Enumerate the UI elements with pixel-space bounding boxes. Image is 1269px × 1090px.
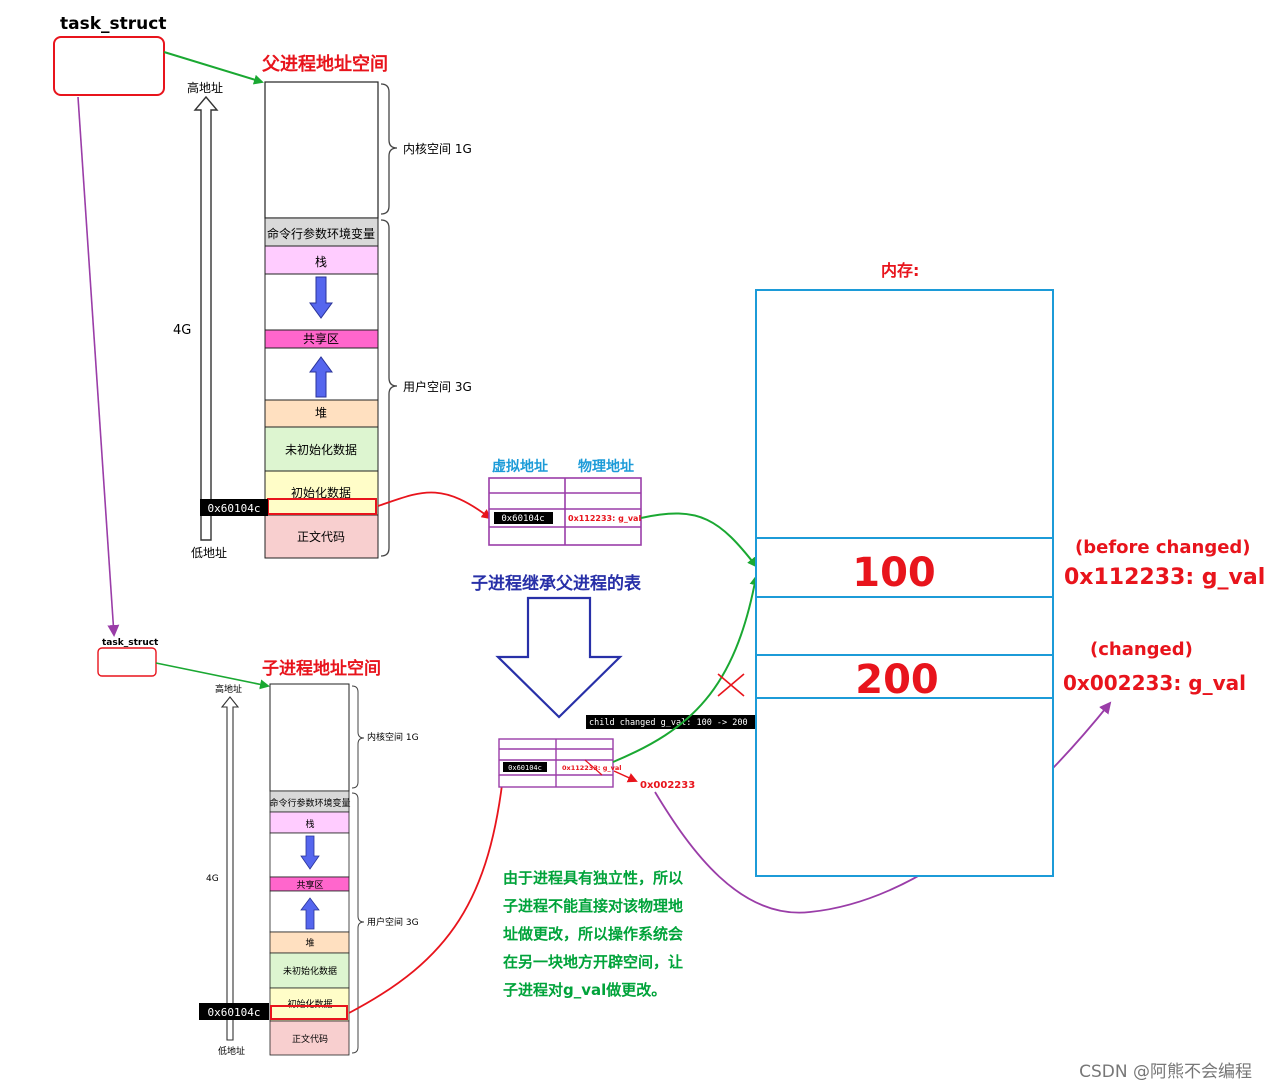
size-4g-label-bottom: 4G bbox=[206, 874, 219, 884]
seg-text-top: 正文代码 bbox=[297, 529, 345, 544]
task-struct-to-child-arrow bbox=[155, 662, 270, 690]
before-changed-addr: 0x112233: g_val bbox=[1064, 565, 1265, 590]
child-table-old-mapping-arrow bbox=[612, 575, 760, 763]
seg-cmdline-env-top: 命令行参数环境变量 bbox=[267, 226, 375, 241]
user-label-top: 用户空间 3G bbox=[403, 379, 472, 394]
inherit-caption: 子进程继承父进程的表 bbox=[471, 573, 642, 594]
child-address-space-title: 子进程地址空间 bbox=[262, 658, 381, 679]
table-vaddr-badge-bottom bbox=[503, 762, 547, 772]
gval-slot-bottom bbox=[270, 1005, 348, 1020]
memory-block bbox=[755, 289, 1054, 877]
low-address-label-top: 低地址 bbox=[191, 546, 227, 560]
kernel-label-top: 内核空间 1G bbox=[403, 142, 472, 156]
table-col-physical-top: 物理地址 bbox=[578, 458, 634, 475]
note-line-3: 址做更改，所以操作系统会 bbox=[503, 925, 684, 943]
stack-down-arrow-top bbox=[309, 276, 333, 319]
user-label-bottom: 用户空间 3G bbox=[367, 916, 419, 928]
seg-stack-top: 栈 bbox=[315, 254, 327, 269]
explanation-note: 由于进程具有独立性，所以 子进程不能直接对该物理地 址做更改，所以操作系统会 在… bbox=[503, 864, 708, 1004]
table-paddr-top: 0x112233: g_val bbox=[568, 514, 641, 523]
memory-title: 内存: bbox=[881, 261, 919, 280]
memory-value-before: 100 bbox=[852, 550, 936, 596]
seg-heap-bottom: 堆 bbox=[305, 938, 314, 949]
watermark: CSDN @阿熊不会编程 bbox=[1079, 1062, 1252, 1082]
kernel-brace-bottom bbox=[351, 685, 365, 789]
kernel-label-bottom: 内核空间 1G bbox=[367, 731, 419, 743]
kernel-brace-top bbox=[380, 83, 398, 215]
task-struct-to-parent-arrow bbox=[163, 51, 264, 85]
note-line-4: 在另一块地方开辟空间，让 bbox=[503, 953, 684, 971]
parent-address-space-title: 父进程地址空间 bbox=[262, 53, 388, 75]
strike-paddr-bottom bbox=[584, 759, 603, 776]
note-line-5: 子进程对g_val做更改。 bbox=[503, 981, 667, 999]
task-struct-box-top bbox=[53, 36, 165, 96]
seg-text-bottom: 正文代码 bbox=[292, 1033, 328, 1045]
changed-label: (changed) bbox=[1090, 639, 1193, 660]
low-address-label-bottom: 低地址 bbox=[218, 1045, 245, 1057]
heap-up-arrow-top bbox=[309, 356, 333, 398]
seg-heap-top: 堆 bbox=[315, 406, 327, 420]
seg-shared-top: 共享区 bbox=[303, 331, 339, 346]
vaddr-badge-bottom-text: 0x60104c bbox=[208, 1006, 261, 1019]
stack-down-arrow-bottom bbox=[300, 835, 320, 870]
changed-addr: 0x002233: g_val bbox=[1063, 671, 1246, 695]
child-to-table-arrow bbox=[348, 766, 509, 1014]
parent-to-table-arrow bbox=[377, 491, 492, 520]
high-address-label-bottom: 高地址 bbox=[215, 683, 242, 695]
before-changed-label: (before changed) bbox=[1075, 537, 1251, 558]
task-struct-title-bottom: task_struct bbox=[102, 638, 159, 648]
seg-cmdline-env-bottom: 命令行参数环境变量 bbox=[269, 797, 350, 809]
new-paddr-arrow bbox=[613, 770, 638, 783]
task-struct-box-bottom bbox=[97, 647, 157, 677]
table-vaddr-top-text: 0x60104c bbox=[501, 514, 544, 524]
seg-stack-bottom: 栈 bbox=[305, 818, 314, 830]
address-range-arrow-top bbox=[193, 95, 219, 541]
seg-bss-top: 未初始化数据 bbox=[285, 442, 357, 457]
table-paddr-bottom: 0x112233: g_val bbox=[562, 764, 621, 772]
mapping-cross-mark bbox=[717, 673, 745, 697]
parent-page-table bbox=[488, 477, 642, 546]
parent-table-to-memory-arrow bbox=[640, 512, 758, 568]
note-line-2: 子进程不能直接对该物理地 bbox=[503, 897, 684, 915]
user-brace-bottom bbox=[351, 792, 365, 1054]
table-col-virtual-top: 虚拟地址 bbox=[492, 458, 548, 475]
memory-value-after: 200 bbox=[855, 657, 939, 703]
task-struct-title-top: task_struct bbox=[60, 14, 166, 34]
seg-bss-bottom: 未初始化数据 bbox=[283, 965, 337, 977]
vaddr-badge-top-text: 0x60104c bbox=[208, 502, 261, 515]
seg-shared-bottom: 共享区 bbox=[296, 879, 323, 891]
inherit-down-arrow bbox=[495, 596, 623, 719]
table-vaddr-badge-top bbox=[494, 512, 553, 524]
terminal-output-text: child changed g_val: 100 -> 200 bbox=[589, 718, 748, 728]
size-4g-label-top: 4G bbox=[173, 323, 191, 338]
seg-data-bottom: 初始化数据 bbox=[287, 998, 332, 1010]
vaddr-badge-bottom bbox=[199, 1003, 269, 1020]
user-brace-top bbox=[380, 219, 398, 557]
address-range-arrow-bottom bbox=[220, 696, 240, 1041]
new-physical-addr: 0x002233 bbox=[640, 780, 695, 791]
high-address-label-top: 高地址 bbox=[187, 80, 223, 95]
table-vaddr-bottom-text: 0x60104c bbox=[508, 764, 542, 772]
heap-up-arrow-bottom bbox=[300, 897, 320, 930]
seg-data-top: 初始化数据 bbox=[291, 485, 351, 500]
parent-address-column bbox=[264, 81, 379, 559]
terminal-output-badge bbox=[586, 715, 759, 729]
vaddr-badge-top bbox=[200, 499, 268, 516]
fork-task-struct-arrow bbox=[77, 96, 120, 637]
note-line-1: 由于进程具有独立性，所以 bbox=[503, 869, 684, 887]
